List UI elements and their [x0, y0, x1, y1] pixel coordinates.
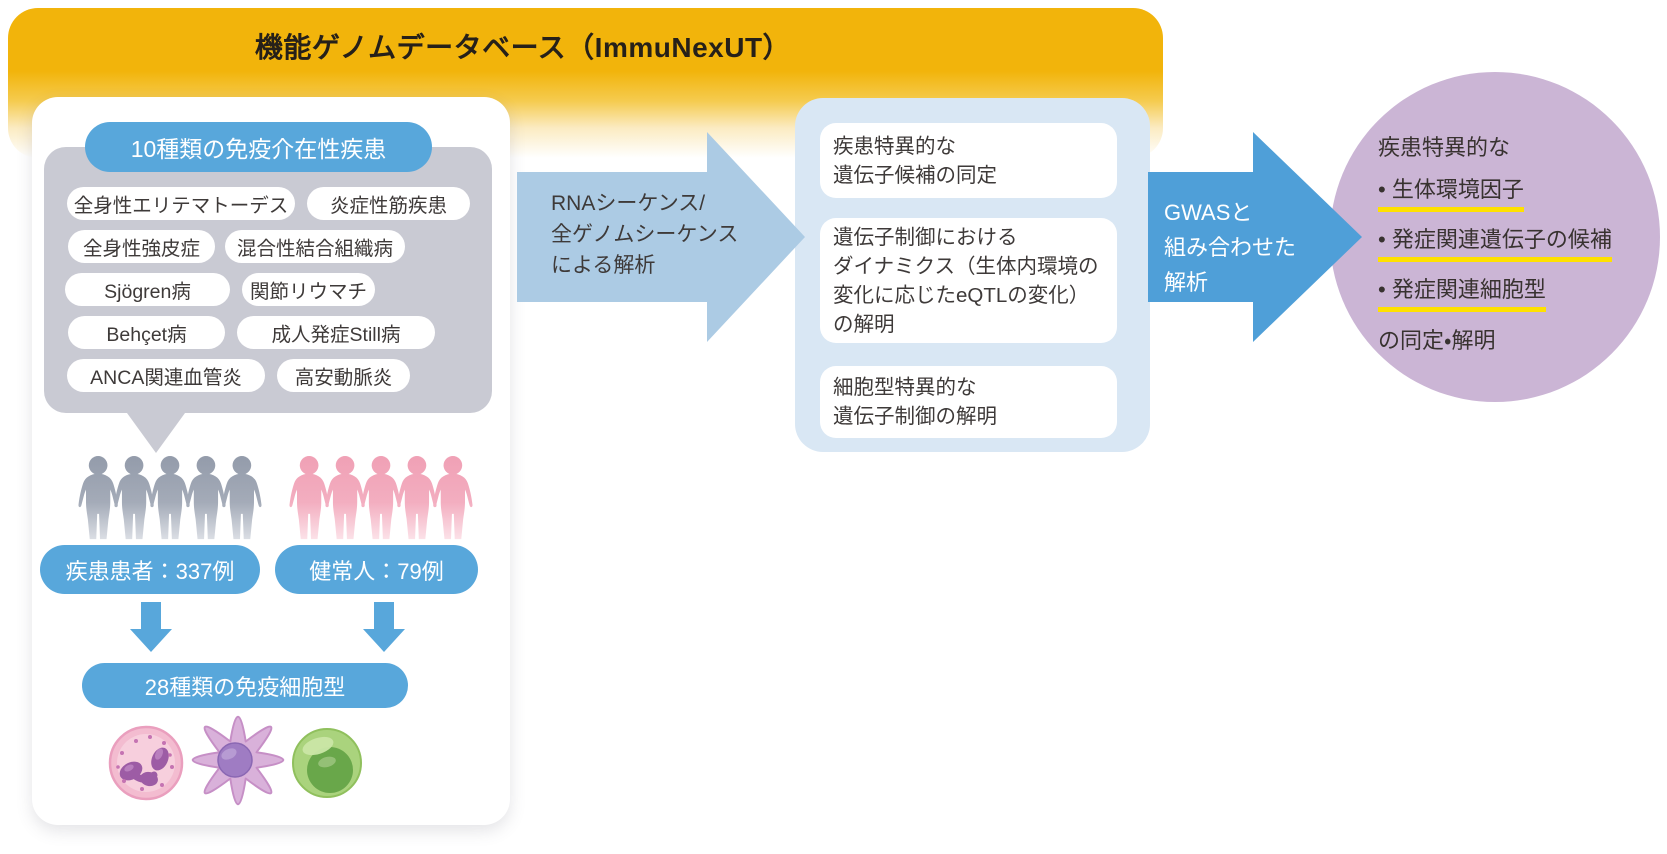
analysis-line: の解明: [833, 312, 895, 336]
analysis-box: 細胞型特異的な 遺伝子制御の解明: [820, 366, 1117, 438]
pink-people-icon: [289, 456, 473, 540]
analysis-box: 疾患特異的な 遺伝子候補の同定: [820, 123, 1117, 198]
lymphocyte-cell-icon: [292, 728, 362, 798]
down-arrow-icon: [130, 602, 172, 652]
label-line: による解析: [551, 254, 656, 277]
granulocyte-cell-icon: [108, 725, 184, 801]
outcome-intro: 疾患特異的な: [1378, 135, 1511, 160]
down-arrow-icon: [363, 602, 405, 652]
outcome-bullet: • 発症関連遺伝子の候補: [1378, 226, 1612, 262]
outcome-circle-text: 疾患特異的な • 生体環境因子 • 発症関連遺伝子の候補 • 発症関連細胞型 の…: [1378, 134, 1656, 354]
immune-cells-illustration: [108, 716, 362, 805]
outcome-outro: の同定・解明: [1378, 328, 1496, 353]
analysis-line: 変化に応じたeQTLの変化）: [833, 283, 1090, 307]
label-line: GWASと: [1164, 200, 1253, 225]
disease-pill: 全身性強皮症: [68, 230, 215, 263]
disease-pill: Sjögren病: [65, 273, 230, 306]
page-title: 機能ゲノムデータベース（ImmuNexUT）: [254, 32, 792, 63]
analysis-box: 遺伝子制御における ダイナミクス（生体内環境の 変化に応じたeQTLの変化） の…: [820, 218, 1117, 343]
analysis-line: 疾患特異的な: [833, 134, 956, 158]
analysis-line: 遺伝子候補の同定: [833, 163, 997, 187]
cell-types-pill: 28種類の免疫細胞型: [82, 663, 408, 708]
disease-pill: ANCA関連血管炎: [67, 359, 265, 392]
analysis-panel: 疾患特異的な 遺伝子候補の同定 遺伝子制御における ダイナミクス（生体内環境の …: [795, 98, 1150, 452]
label-line: 解析: [1164, 270, 1209, 295]
label-line: RNAシーケンス/: [551, 192, 706, 215]
gray-people-icon: [78, 456, 262, 540]
sequencing-arrow-icon: [517, 132, 805, 342]
gwas-arrow-icon: [1148, 132, 1362, 342]
outcome-circle: [1330, 72, 1660, 402]
disease-pill: 高安動脈炎: [277, 359, 410, 392]
outcome-bullet: • 発症関連細胞型: [1378, 276, 1546, 312]
diseases-header-pill: 10種類の免疫介在性疾患: [85, 122, 432, 172]
disease-pill: 全身性エリテマトーデス: [67, 187, 295, 220]
disease-pill: 混合性結合組織病: [225, 230, 405, 263]
cohort-panel: 10種類の免疫介在性疾患 全身性エリテマトーデス 炎症性筋疾患 全身性強皮症 混…: [32, 97, 510, 825]
patients-count-pill: 疾患患者：337例: [40, 545, 260, 594]
analysis-line: 遺伝子制御の解明: [833, 405, 997, 428]
analysis-line: 細胞型特異的な: [833, 376, 977, 399]
disease-pill: 関節リウマチ: [242, 273, 375, 306]
gwas-arrow-label: GWASと 組み合わせた 解析: [1164, 195, 1296, 300]
disease-pill: 成人発症Still病: [237, 316, 435, 349]
disease-pill: 炎症性筋疾患: [307, 187, 470, 220]
analysis-line: 遺伝子制御における: [833, 225, 1018, 249]
healthy-count-pill: 健常人：79例: [275, 545, 478, 594]
dendritic-cell-icon: [192, 716, 284, 805]
sequencing-arrow-label: RNAシーケンス/ 全ゲノムシーケンス による解析: [551, 188, 738, 281]
label-line: 組み合わせた: [1164, 235, 1297, 260]
analysis-line: ダイナミクス（生体内環境の: [833, 254, 1099, 278]
label-line: 全ゲノムシーケンス: [551, 223, 739, 246]
disease-pill: Behçet病: [68, 316, 225, 349]
outcome-bullet: • 生体環境因子: [1378, 176, 1524, 212]
